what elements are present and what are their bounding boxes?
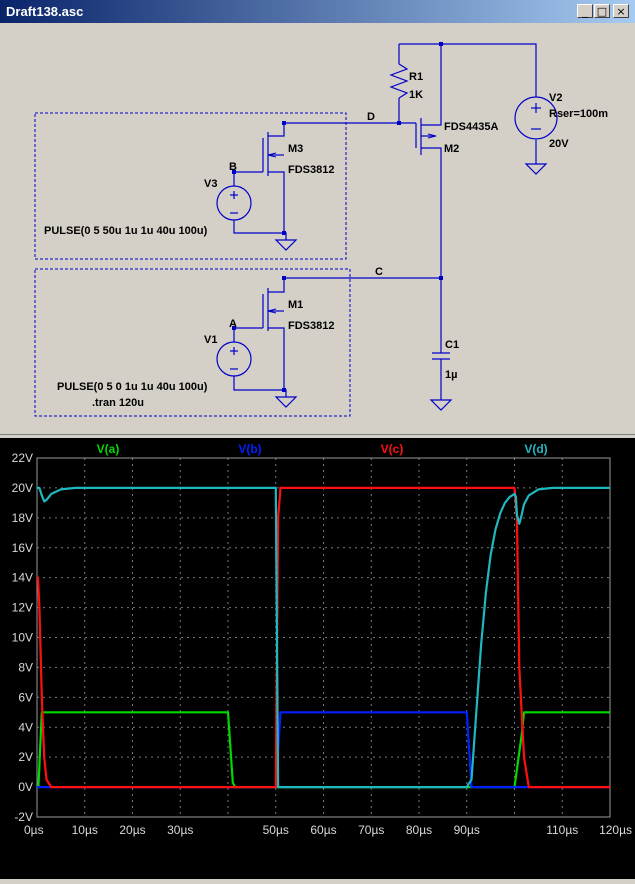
x-tick-label: 30µs — [167, 823, 193, 837]
c1-name-label: C1 — [445, 339, 459, 351]
net-label-d: D — [367, 111, 375, 123]
wire-top-rail — [399, 43, 537, 97]
x-tick-label: 10µs — [72, 823, 98, 837]
m3-source — [268, 171, 285, 233]
m2-name-label: M2 — [444, 143, 459, 155]
m2-source — [421, 44, 442, 126]
y-tick-label: -2V — [14, 810, 33, 824]
m3-drain — [268, 123, 285, 137]
wire-v3-ground — [233, 220, 287, 240]
maximize-button[interactable]: □ — [594, 4, 610, 18]
x-tick-label: 80µs — [406, 823, 432, 837]
y-tick-label: 10V — [12, 631, 33, 645]
y-tick-label: 0V — [18, 780, 33, 794]
y-tick-label: 14V — [12, 571, 33, 585]
x-tick-label: 110µs — [546, 823, 578, 837]
r1-value-label: 1K — [409, 89, 423, 101]
y-tick-label: 8V — [18, 660, 33, 674]
ground-c1 — [429, 399, 453, 411]
schematic-canvas[interactable]: R1 1K V2 Rser=100m 20V FDS4435A M2 M3 FD… — [4, 25, 631, 434]
window-title: Draft138.asc — [6, 4, 84, 19]
x-tick-label: 20µs — [119, 823, 145, 837]
legend-item[interactable]: V(b) — [238, 442, 261, 456]
legend-item[interactable]: V(a) — [97, 442, 120, 456]
directive-box-v3 — [34, 112, 347, 260]
y-tick-label: 22V — [12, 451, 33, 465]
r1-name-label: R1 — [409, 71, 423, 83]
trace-vd[interactable] — [37, 486, 610, 789]
ground-m3 — [274, 239, 298, 251]
tran-directive: .tran 120u — [92, 397, 144, 409]
net-label-b: B — [229, 161, 237, 173]
x-tick-label: 120µs — [599, 823, 632, 837]
plot-frame — [36, 457, 611, 818]
net-label-c: C — [375, 266, 383, 278]
window-titlebar[interactable]: Draft138.asc _ □ × — [0, 0, 635, 23]
m1-name-label: M1 — [288, 299, 303, 311]
y-tick-label: 4V — [18, 720, 33, 734]
v3-name-label: V3 — [204, 178, 217, 190]
y-tick-label: 6V — [18, 690, 33, 704]
c1-value-label: 1µ — [445, 369, 457, 381]
ground-v2 — [524, 163, 548, 175]
net-label-a: A — [229, 318, 237, 330]
directive-box-v1 — [34, 268, 351, 417]
m1-model-label: FDS3812 — [288, 320, 334, 332]
m3-name-label: M3 — [288, 143, 303, 155]
legend-item[interactable]: V(d) — [524, 442, 547, 456]
x-tick-label: 0µs — [24, 823, 44, 837]
v3-pulse-directive: PULSE(0 5 50u 1u 1u 40u 100u) — [44, 225, 208, 237]
x-tick-label: 70µs — [358, 823, 384, 837]
m2-model-label: FDS4435A — [444, 121, 498, 133]
v2-source — [514, 96, 558, 140]
v2-name-label: V2 — [549, 92, 562, 104]
y-tick-label: 12V — [12, 601, 33, 615]
waveform-plot: -2V 0V 2V 4V 6V 8V 10V 12V 14V 16V 18V 20V 22V 0µs 10µ… — [12, 442, 632, 837]
r1-resistor — [389, 63, 409, 99]
ground-m1 — [274, 396, 298, 408]
pane-divider[interactable] — [0, 434, 635, 439]
waveform-viewer[interactable]: -2V 0V 2V 4V 6V 8V 10V 12V 14V 16V 18V 20V 22V 0µs 10µ… — [0, 438, 635, 879]
minimize-button[interactable]: _ — [577, 4, 593, 18]
wire-v1-ground — [233, 376, 287, 397]
v2-value-label: 20V — [549, 138, 569, 150]
x-tick-label: 50µs — [263, 823, 289, 837]
legend-item[interactable]: V(c) — [381, 442, 404, 456]
y-tick-label: 18V — [12, 511, 33, 525]
y-tick-label: 16V — [12, 541, 33, 555]
v2-param-label: Rser=100m — [549, 108, 608, 120]
m1-source — [268, 327, 285, 390]
y-tick-label: 2V — [18, 750, 33, 764]
m1-drain — [268, 278, 285, 293]
x-tick-label: 60µs — [310, 823, 336, 837]
y-tick-label: 20V — [12, 481, 33, 495]
close-button[interactable]: × — [613, 4, 629, 18]
trace-vc[interactable] — [36, 486, 610, 789]
v1-name-label: V1 — [204, 334, 217, 346]
x-tick-label: 90µs — [454, 823, 480, 837]
m2-drain — [421, 147, 442, 278]
v1-pulse-directive: PULSE(0 5 0 1u 1u 40u 100u) — [57, 381, 208, 393]
m3-model-label: FDS3812 — [288, 164, 334, 176]
